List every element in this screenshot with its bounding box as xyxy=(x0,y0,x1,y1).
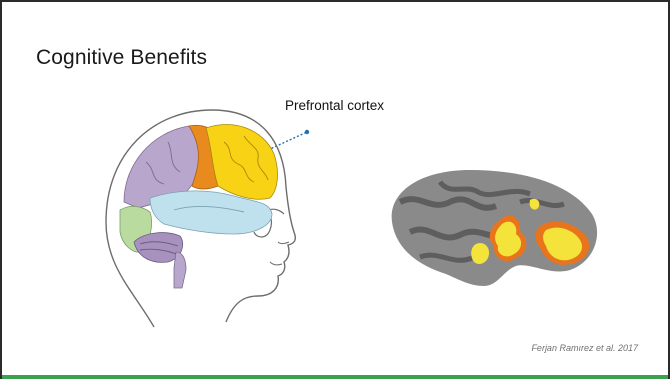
footer-accent-bar xyxy=(2,375,670,379)
slide-title: Cognitive Benefits xyxy=(36,46,207,70)
citation: Ferjan Ramırez et al. 2017 xyxy=(531,343,638,353)
infant-head-brain-illustration xyxy=(94,92,304,337)
inflated-cortex-activation-render xyxy=(380,162,605,292)
